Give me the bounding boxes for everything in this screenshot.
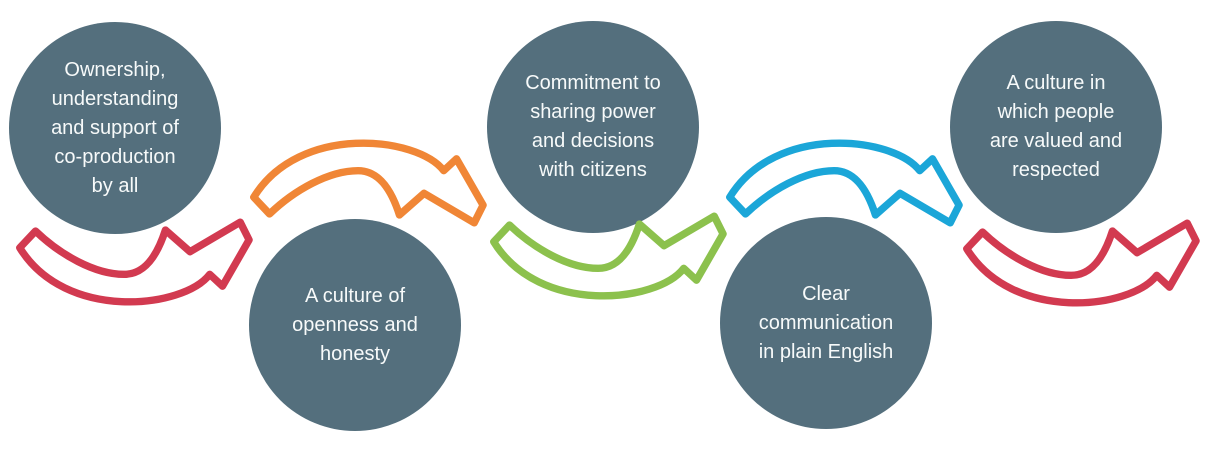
curved-arrow-4-path bbox=[726, 139, 963, 227]
curved-arrow-4-icon bbox=[726, 139, 963, 227]
curved-arrow-3-icon bbox=[490, 212, 727, 300]
curved-arrow-5-icon bbox=[963, 219, 1200, 307]
step-circle-3: Commitment to sharing power and decision… bbox=[487, 21, 699, 233]
step-label-1: Ownership, understanding and support of … bbox=[51, 58, 179, 197]
curved-arrow-2-icon bbox=[250, 139, 487, 227]
step-label-5: A culture in which people are valued and… bbox=[989, 72, 1123, 181]
step-label-3: Commitment to sharing power and decision… bbox=[525, 72, 661, 181]
step-circle-5: A culture in which people are valued and… bbox=[950, 21, 1162, 233]
curved-arrow-3-path bbox=[490, 212, 727, 300]
curved-arrow-1-icon bbox=[16, 218, 253, 306]
curved-arrow-1-path bbox=[16, 218, 253, 306]
step-label-4: Clear communication in plain English bbox=[758, 282, 894, 363]
curved-arrow-5-path bbox=[963, 219, 1200, 307]
step-circle-1: Ownership, understanding and support of … bbox=[9, 22, 221, 234]
step-circle-2: A culture of openness and honesty bbox=[249, 219, 461, 431]
step-label-2: A culture of openness and honesty bbox=[292, 284, 418, 365]
curved-arrow-2-path bbox=[250, 139, 487, 227]
step-circle-4: Clear communication in plain English bbox=[720, 217, 932, 429]
